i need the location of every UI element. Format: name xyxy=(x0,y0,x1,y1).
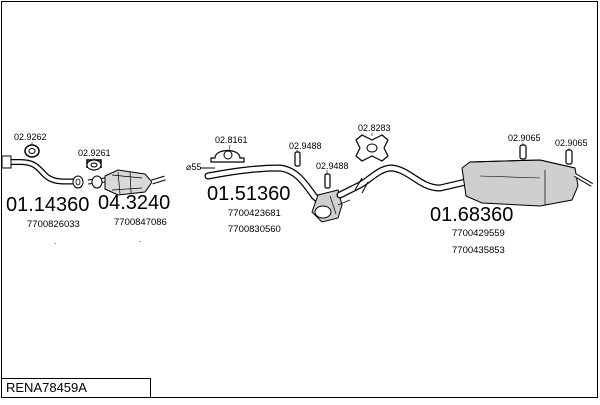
part-code: 01.14360 xyxy=(6,194,89,216)
catalytic-converter xyxy=(87,169,166,196)
intermediate-pipe xyxy=(200,164,328,209)
oe-number: 7700429559 xyxy=(452,228,505,239)
oe-number: 7700847086 xyxy=(114,217,167,228)
part-code: 01.68360 xyxy=(430,204,513,226)
mounting-clamp-icon xyxy=(210,149,245,163)
diagram-reference: RENA78459A xyxy=(6,380,87,395)
accessory-label: 02.9262 xyxy=(14,132,47,142)
accessory-label: 02.9488 xyxy=(316,161,349,171)
accessory-label: 02.9488 xyxy=(289,141,322,151)
part-code: 04.3240 xyxy=(98,192,170,214)
accessory-label: 02.9065 xyxy=(555,138,588,148)
gasket-icon xyxy=(24,144,40,158)
oe-number: 7700826033 xyxy=(27,219,80,230)
accessory-label: 02.8161 xyxy=(215,135,248,145)
rubber-hanger-icon xyxy=(294,151,331,189)
footnote-mark: . xyxy=(54,237,56,246)
oe-number: 7700423681 xyxy=(228,208,281,219)
front-pipe xyxy=(1,155,84,189)
rear-silencer xyxy=(461,159,594,207)
accessory-label: 02.9065 xyxy=(508,133,541,143)
pipe-diameter-label: ⌀55 xyxy=(186,162,201,172)
diagram-frame xyxy=(1,1,598,398)
flange-gasket-icon xyxy=(355,134,389,162)
diagram-reference-box: RENA78459A xyxy=(1,378,151,398)
middle-silencer xyxy=(311,189,351,223)
oe-number: 7700435853 xyxy=(452,245,505,256)
accessory-label: 02.8283 xyxy=(358,123,391,133)
footnote-mark: . xyxy=(139,235,141,244)
rear-pipe xyxy=(336,164,470,199)
part-code: 01.51360 xyxy=(207,183,290,205)
oe-number: 7700830560 xyxy=(228,224,281,235)
accessory-label: 02.9261 xyxy=(78,148,111,158)
leader-lines xyxy=(31,133,570,174)
